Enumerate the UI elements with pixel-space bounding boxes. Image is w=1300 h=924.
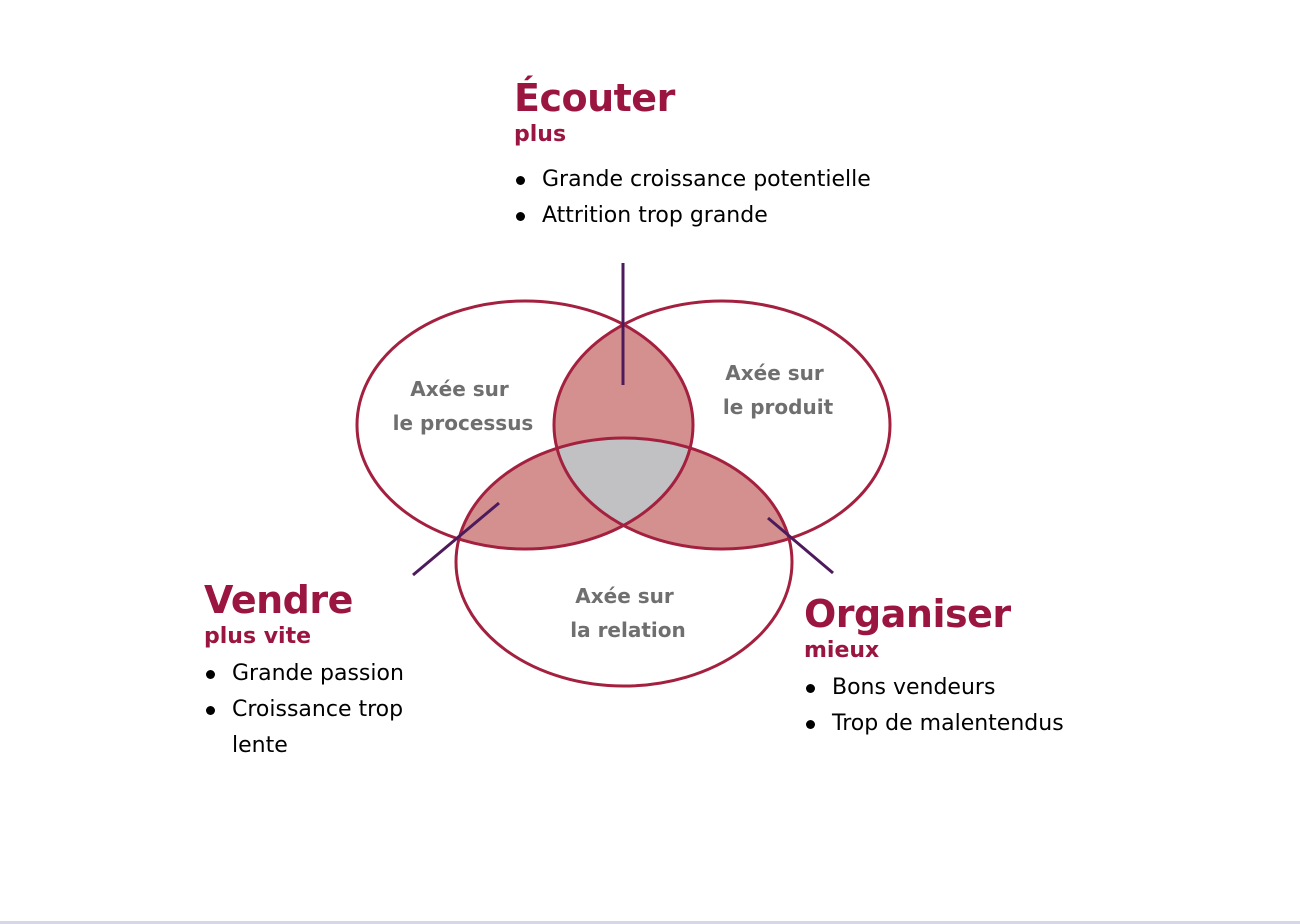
list-item: Bons vendeurs: [804, 670, 1064, 706]
list-item: Grande croissance potentielle: [514, 162, 871, 198]
list-item: Trop de malentendus: [804, 706, 1064, 742]
bullet-list-organiser: Bons vendeurs Trop de malentendus: [804, 670, 1064, 742]
list-item: Attrition trop grande: [514, 198, 871, 234]
list-item: Grande passion: [204, 656, 429, 692]
circle-process: [355, 299, 695, 551]
heading-vendre: Vendre: [204, 578, 353, 622]
pointer-line-left: [412, 501, 500, 577]
block-ecouter: Écouter plus Grande croissance potentiel…: [514, 76, 871, 234]
bullet-list-ecouter: Grande croissance potentielle Attrition …: [514, 162, 871, 234]
bullet-list-vendre: Grande passion Croissance trop lente: [204, 656, 429, 764]
circle-label-relation: Axée sur la relation: [570, 584, 686, 642]
circle-label-product: Axée sur le produit: [723, 361, 834, 419]
heading-ecouter: Écouter: [514, 76, 675, 120]
subheading-ecouter: plus: [514, 122, 567, 147]
block-organiser: Organiser mieux Bons vendeurs Trop de ma…: [804, 592, 1064, 742]
list-item: Croissance trop lente: [204, 692, 429, 764]
subheading-vendre: plus vite: [204, 624, 312, 649]
bottom-divider: [0, 921, 1300, 924]
circle-relation: [454, 436, 794, 688]
circle-product: [552, 299, 892, 551]
subheading-organiser: mieux: [804, 638, 880, 663]
pointer-line-right: [767, 516, 834, 575]
heading-organiser: Organiser: [804, 592, 1011, 636]
circle-label-process: Axée sur le processus: [393, 377, 534, 435]
block-vendre: Vendre plus vite Grande passion Croissan…: [204, 578, 444, 764]
